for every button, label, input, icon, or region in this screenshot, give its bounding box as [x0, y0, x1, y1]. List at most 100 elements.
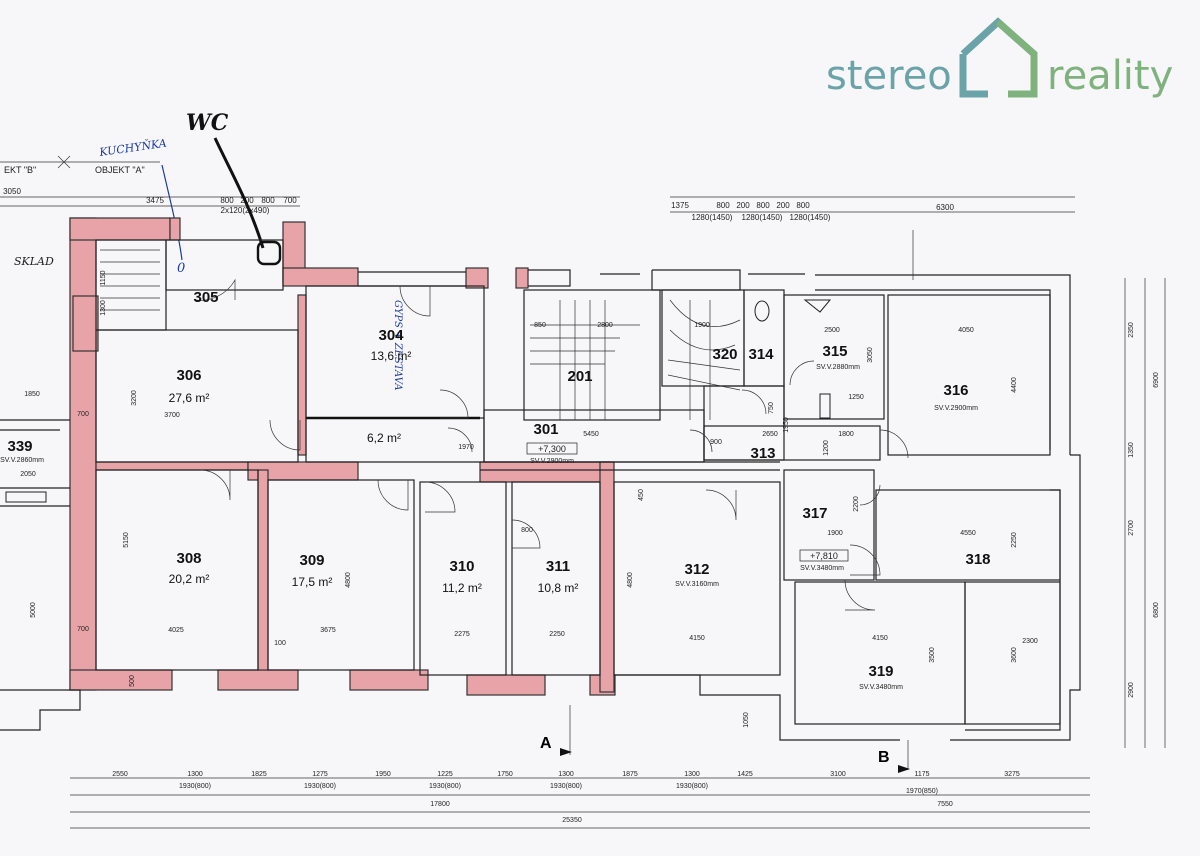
room-309-area: 17,5 m² [292, 575, 333, 589]
level-301: +7,300 [538, 444, 566, 454]
dim-text: 1280(1450) [790, 213, 831, 222]
dim-text: 200 [776, 201, 790, 210]
dim-text: 2050 [20, 471, 36, 478]
room-316-number: 316 [943, 382, 968, 399]
dim-text: 4150 [872, 635, 888, 642]
dim-text: 3050 [867, 347, 874, 363]
dim-text: 4050 [958, 327, 974, 334]
room-317-number: 317 [802, 505, 827, 522]
dim-text: 3200 [131, 390, 138, 406]
room-339-height: SV.V.2860mm [0, 457, 44, 464]
room-319-number: 319 [868, 663, 893, 680]
toilet-icon [754, 300, 770, 322]
dim-text: 1275 [312, 771, 328, 778]
room-318-number: 318 [965, 551, 990, 568]
room-319-height: SV.V.3480mm [859, 684, 903, 691]
room-309-number: 309 [299, 552, 324, 569]
dim-text: 1825 [251, 771, 267, 778]
dim-text: 1300 [684, 771, 700, 778]
corridor-area: 6,2 m² [367, 431, 401, 445]
dim-text: 500 [129, 675, 136, 687]
dim-text: 1175 [914, 771, 929, 778]
levels: +7,300 +7,810 [526, 442, 849, 562]
dim-text: 5000 [30, 602, 37, 618]
dim-text: 17800 [430, 801, 450, 808]
vertical-note: GYPS + ZESTAVA [392, 300, 403, 390]
dim-text: 1225 [437, 771, 453, 778]
dim-text: 6800 [1153, 602, 1160, 618]
room-labels: 304 13,6 m² 305 306 27,6 m² 308 20,2 m² … [0, 289, 990, 691]
dim-text: 1875 [622, 771, 638, 778]
room-312-number: 312 [684, 561, 709, 578]
dim-text: 1050 [743, 712, 750, 728]
dim-text: 800 [220, 196, 234, 205]
dim-text: 6300 [936, 203, 954, 212]
right-dimensions: 2350 1350 2700 2900 6900 6800 [1124, 278, 1166, 748]
dim-text: 1250 [848, 394, 864, 401]
dim-text: 1950 [375, 771, 391, 778]
dim-text: 4025 [168, 627, 184, 634]
dim-text: 800 [756, 201, 770, 210]
room-311-number: 311 [546, 558, 570, 575]
dim-text: 1850 [24, 391, 40, 398]
dim-text: 1280(1450) [742, 213, 783, 222]
dim-text: 2900 [1128, 682, 1135, 698]
dim-text: 1970 [458, 444, 474, 451]
room-308-area: 20,2 m² [169, 572, 210, 586]
section-a-label: A [540, 735, 552, 752]
room-316-height: SV.V.2900mm [934, 405, 978, 412]
dim-text: 1930(800) [179, 783, 211, 790]
dim-text: 3100 [830, 771, 846, 778]
dim-text: 1150 [100, 270, 107, 285]
room-301-height: SV.V.2900mm [530, 458, 574, 465]
dim-text: 3600 [1011, 647, 1018, 663]
dim-text: 200 [240, 196, 254, 205]
dim-text: 1900 [694, 322, 710, 329]
dim-text: 2350 [1128, 322, 1135, 338]
dim-text: 800 [521, 527, 533, 534]
dim-text: 4800 [627, 572, 634, 588]
dim-text: 1200 [823, 440, 830, 456]
sink-icon [803, 299, 832, 313]
dim-text: 1930(800) [429, 783, 461, 790]
room-339-number: 339 [7, 438, 32, 455]
objekt-b-label: EKT "B" [4, 165, 36, 175]
dim-text: 25350 [562, 817, 582, 824]
room-201-number: 201 [567, 368, 592, 385]
stairs [100, 249, 741, 420]
dim-text: 1350 [1128, 442, 1135, 458]
dim-text: 1750 [497, 771, 513, 778]
room-313-number: 313 [750, 445, 775, 462]
dim-text: 100 [274, 640, 286, 647]
room-311-area: 10,8 m² [538, 581, 579, 595]
shaft-icon [819, 393, 831, 419]
dim-text: 2700 [1128, 520, 1135, 536]
room-304-area: 13,6 m² [371, 349, 412, 363]
wc-toilet-icon [256, 240, 282, 266]
room-317-height: SV.V.3480mm [800, 565, 844, 572]
partitions [0, 239, 1081, 741]
section-b-label: B [878, 749, 890, 766]
dim-text: 5150 [123, 532, 130, 548]
dim-text: 1970(850) [906, 788, 938, 795]
level-317: +7,810 [810, 551, 838, 561]
sklad-handwritten: SKLAD [14, 255, 54, 268]
dim-text: 1800 [838, 431, 854, 438]
logo-word-stereo: stereo [826, 53, 952, 99]
bottom-dimensions: 2550 1300 1825 1275 1950 1225 1750 1300 … [70, 771, 1090, 829]
dim-text: 2500 [824, 327, 840, 334]
dim-text: 6900 [1153, 372, 1160, 388]
section-markers: A B [540, 230, 914, 773]
dim-text: 2550 [112, 771, 128, 778]
dim-text: 2300 [1022, 638, 1038, 645]
room-314-number: 314 [748, 346, 774, 363]
dim-text: 2250 [1011, 532, 1018, 548]
dim-text: 1930(800) [304, 783, 336, 790]
dim-text: 2250 [549, 631, 565, 638]
dim-text: 4400 [1011, 377, 1018, 393]
wc-room-mark: 0 [177, 261, 185, 276]
dim-text: 800 [796, 201, 810, 210]
dim-text: 1300 [100, 300, 107, 316]
